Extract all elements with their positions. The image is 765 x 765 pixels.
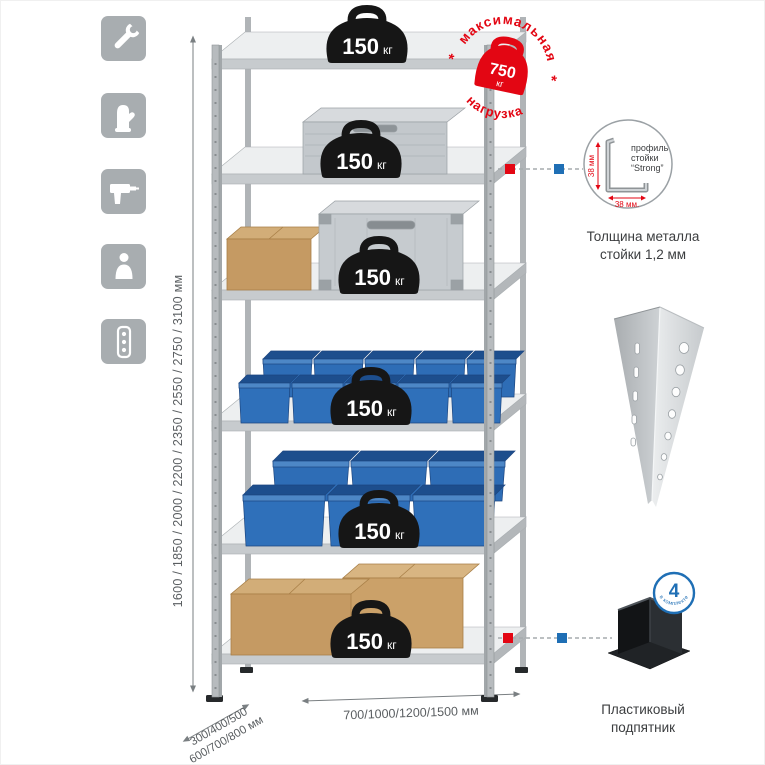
stamp-weight-handle	[490, 36, 524, 58]
wrench-icon	[101, 16, 146, 61]
profile-dim-horizontal: 38 мм.	[615, 200, 639, 209]
red-marker-square	[505, 164, 515, 174]
cardboard-box-small	[225, 226, 327, 291]
foot-caption: Пластиковый подпятник	[561, 701, 725, 737]
load-value: 150	[342, 34, 379, 59]
stamp-weight-body	[474, 45, 528, 96]
kit-count-badge: 4 в комплекте	[651, 570, 697, 616]
profile-word1: профиль	[631, 143, 669, 153]
stamp-star: *	[549, 72, 558, 90]
profile-dim-vertical: 38 мм	[587, 155, 596, 177]
back-left-post	[245, 17, 251, 669]
back-right-post	[520, 17, 526, 669]
load-unit: кг	[377, 158, 387, 172]
stamp-star: *	[446, 51, 455, 69]
shelf-load-badge: 150 кг	[323, 364, 419, 426]
load-value: 150	[354, 519, 391, 544]
load-value: 150	[354, 265, 391, 290]
load-value: 150	[336, 149, 373, 174]
post-feet	[206, 667, 528, 702]
person-icon	[101, 244, 146, 289]
load-unit: кг	[383, 43, 393, 57]
kit-count: 4	[669, 581, 680, 602]
shelf-load-badge: 150 кг	[331, 487, 427, 549]
cardboard-boxes	[229, 563, 481, 656]
blue-marker-square	[554, 164, 564, 174]
post-holes	[630, 342, 690, 481]
stamp-value: 750	[488, 60, 518, 82]
load-unit: кг	[387, 638, 397, 652]
plastic-foot-image	[607, 596, 691, 670]
profile-word2: стойки	[631, 153, 659, 163]
load-value: 150	[346, 396, 383, 421]
angle-post-image	[613, 306, 705, 507]
drill-icon	[101, 169, 146, 214]
load-unit: кг	[395, 274, 405, 288]
foot-caption-line2: подпятник	[610, 720, 676, 736]
stamp-arc-bottom: нагрузка	[462, 91, 528, 127]
max-load-stamp: максимальная нагрузка * * 750 кг	[425, 1, 582, 147]
foot-caption-line1: Пластиковый	[601, 702, 685, 717]
perforated-strip-icon	[101, 319, 146, 364]
load-value: 150	[346, 629, 383, 654]
svg-text:нагрузка: нагрузка	[462, 91, 528, 127]
front-posts	[211, 44, 495, 698]
shelf-load-badge: 150 кг	[319, 2, 415, 64]
blue-marker-square	[557, 633, 567, 643]
profile-word3: “Strong”	[631, 163, 664, 173]
load-unit: кг	[395, 528, 405, 542]
profile-caption-line2: стойки 1,2 мм	[599, 247, 687, 263]
shelf-load-badge: 150 кг	[331, 233, 427, 295]
callout-connectors	[498, 164, 612, 643]
profile-callout: 38 мм 38 мм. профиль стойки “Strong”	[583, 119, 673, 209]
glove-icon	[101, 93, 146, 138]
shelf-load-badge: 150 кг	[323, 597, 419, 659]
profile-caption: Толщина металла стойки 1,2 мм	[559, 228, 727, 264]
load-unit: кг	[387, 405, 397, 419]
height-dimension-label: 1600 / 1850 / 2000 / 2200 / 2350 / 2550 …	[171, 274, 185, 608]
shelf-load-badge: 150 кг	[313, 117, 409, 179]
red-marker-square	[503, 633, 513, 643]
stamp-unit: кг	[495, 78, 505, 89]
profile-caption-line1: Толщина металла	[586, 229, 700, 244]
